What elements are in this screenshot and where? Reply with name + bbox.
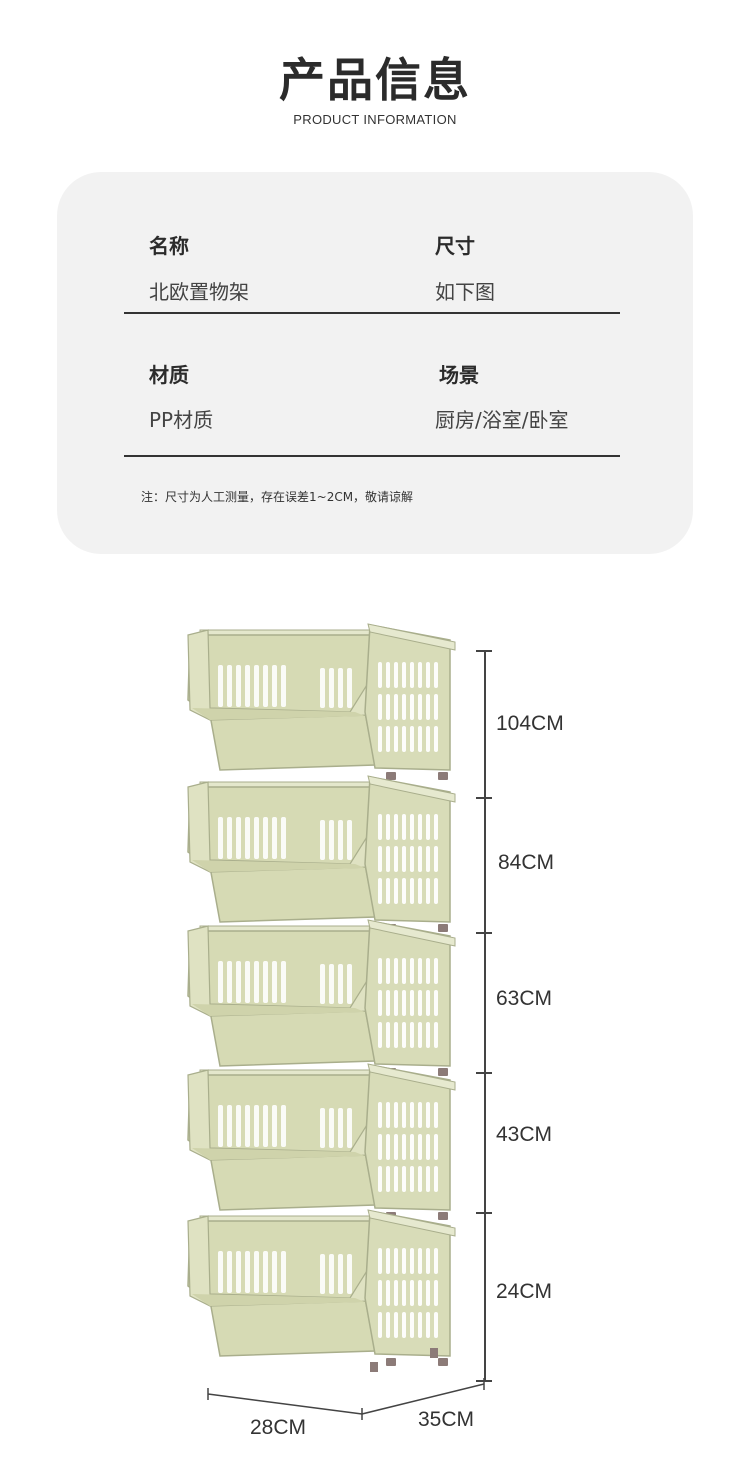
width-label: 28CM	[250, 1416, 307, 1439]
info-card: 名称 北欧置物架 尺寸 如下图 材质 PP材质 场景 厨房/浴室/卧室 注：尺寸…	[57, 172, 693, 554]
size-label: 尺寸	[435, 234, 475, 258]
material-value: PP材质	[149, 408, 214, 432]
tick	[476, 650, 492, 652]
divider	[124, 312, 620, 314]
tick	[476, 1212, 492, 1214]
base-dimension-lines	[207, 1378, 485, 1420]
size-value: 如下图	[435, 280, 495, 304]
page-subtitle: PRODUCT INFORMATION	[293, 112, 457, 127]
height-dimension-line	[484, 650, 486, 1380]
height-label-24: 24CM	[496, 1280, 553, 1303]
height-label-43: 43CM	[496, 1123, 553, 1146]
name-value: 北欧置物架	[149, 280, 249, 304]
tick	[476, 1072, 492, 1074]
height-label-63: 63CM	[496, 987, 553, 1010]
measurement-note: 注：尺寸为人工测量，存在误差1~2CM，敬请谅解	[141, 490, 414, 504]
name-label: 名称	[149, 234, 189, 258]
divider	[124, 455, 620, 457]
material-label: 材质	[149, 363, 189, 387]
height-label-84: 84CM	[498, 851, 555, 874]
height-label-104: 104CM	[496, 712, 564, 735]
scene-value: 厨房/浴室/卧室	[435, 408, 569, 432]
page-title: 产品信息	[279, 53, 471, 107]
tick	[476, 797, 492, 799]
stacked-basket-rack-image	[187, 623, 456, 1372]
scene-label: 场景	[439, 363, 479, 387]
depth-label: 35CM	[418, 1408, 475, 1431]
tick	[476, 932, 492, 934]
